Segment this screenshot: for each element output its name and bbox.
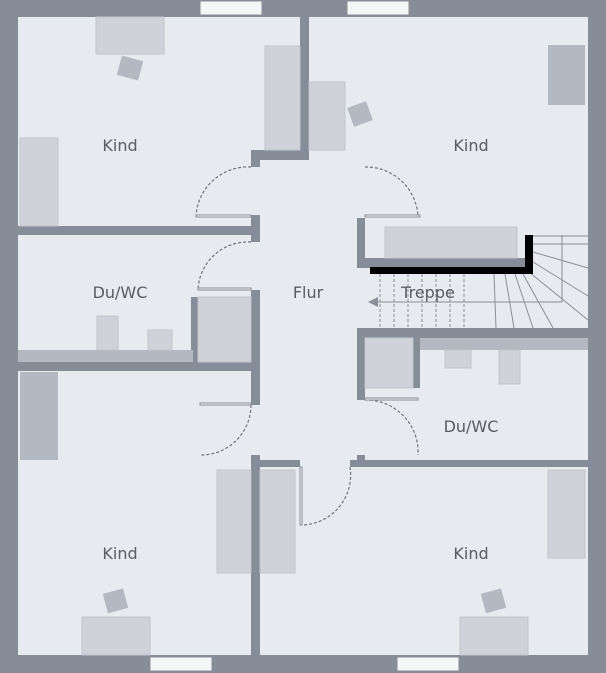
bed — [19, 137, 59, 227]
window — [199, 0, 263, 16]
door-leaf — [299, 466, 303, 526]
staircase — [368, 235, 589, 329]
window — [149, 656, 213, 672]
room-label-bath-left: Du/WC — [93, 283, 148, 302]
bed — [547, 469, 586, 559]
desk — [459, 616, 529, 656]
door-leaf — [195, 214, 252, 218]
stair-rail — [525, 235, 533, 274]
desk — [81, 616, 151, 656]
door-leaf — [197, 287, 252, 291]
room-label-stairs: Treppe — [400, 283, 455, 302]
bed — [20, 372, 58, 460]
door-swing — [197, 241, 252, 291]
room-label-kind-bottom-left: Kind — [102, 544, 137, 563]
interior-walls — [18, 17, 588, 655]
chair — [116, 55, 144, 81]
stair-direction-arrow-icon — [368, 297, 378, 307]
room-label-kind-bottom-right: Kind — [453, 544, 488, 563]
room-label-kind-top-left: Kind — [102, 136, 137, 155]
window — [396, 656, 460, 672]
wardrobe — [259, 469, 296, 574]
door-leaf — [199, 402, 252, 406]
sink — [147, 329, 173, 351]
stair-rail — [370, 267, 533, 274]
chair — [347, 101, 373, 127]
chair — [480, 588, 507, 614]
shelf — [384, 226, 518, 259]
toilet — [498, 349, 521, 385]
wardrobe — [264, 45, 301, 151]
furniture — [19, 16, 586, 656]
door-swing — [364, 399, 419, 456]
door-swing — [301, 466, 352, 526]
chair — [102, 588, 129, 614]
door-swing — [195, 166, 252, 218]
closet — [197, 296, 252, 363]
wardrobe — [216, 469, 252, 574]
closet — [364, 337, 414, 389]
door-leaf — [364, 397, 419, 401]
room-label-kind-top-right: Kind — [453, 136, 488, 155]
sink — [444, 349, 472, 369]
room-label-bath-right: Du/WC — [444, 417, 499, 436]
doors — [195, 166, 421, 526]
door-leaf — [364, 214, 421, 218]
door-swing — [364, 166, 419, 218]
toilet — [96, 315, 119, 351]
bed — [548, 45, 585, 105]
room-label-hallway: Flur — [293, 283, 324, 302]
wardrobe — [308, 81, 346, 151]
window — [346, 0, 410, 16]
desk — [95, 16, 165, 55]
